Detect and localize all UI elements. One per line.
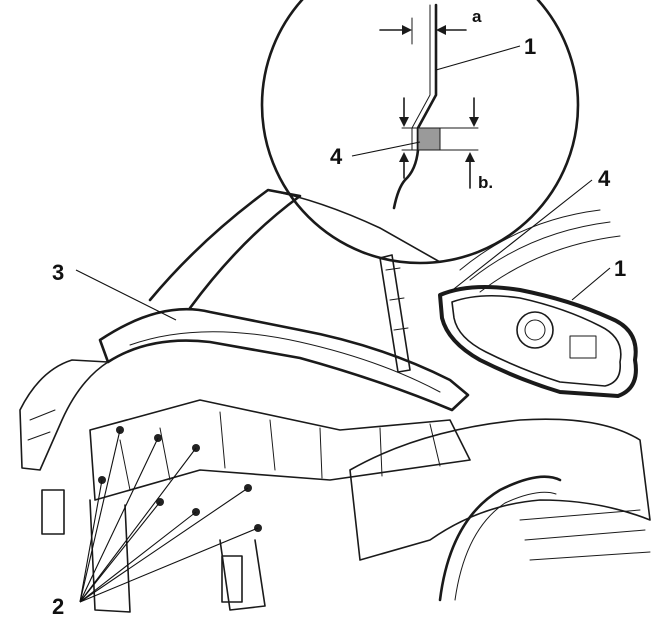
dimension-a-arrows — [379, 25, 467, 35]
left-wing-detail — [27, 409, 56, 441]
dimension-b-arrows — [399, 97, 479, 189]
bulkhead-panel — [89, 399, 471, 501]
right-fender — [349, 418, 651, 561]
callout-label-1-main: 1 — [614, 256, 626, 281]
side-sill — [519, 509, 651, 561]
leader-3 — [75, 269, 177, 321]
roof-arc-2 — [469, 221, 611, 281]
vehicle-front-structure: 3 4 1 2 — [19, 166, 651, 619]
insulation-panel-seal — [438, 284, 638, 398]
lower-bracket — [221, 555, 243, 603]
left-wing — [19, 359, 109, 471]
a-pillar — [148, 188, 302, 310]
detail-seal-bead — [417, 127, 441, 151]
callout-label-3: 3 — [52, 260, 64, 285]
insulation-panel-opening — [516, 311, 554, 349]
detail-leader-4 — [351, 141, 421, 157]
callout-label-2: 2 — [52, 594, 64, 619]
insulation-panel-opening-inner — [524, 319, 546, 341]
windshield-frame-top — [267, 189, 441, 263]
left-longitudinal — [89, 499, 131, 613]
plenum-panel-lip — [129, 331, 441, 393]
detail-panel-profile-inner — [411, 4, 431, 151]
wheel-arch — [438, 475, 562, 602]
callout-label-4-detail: 4 — [330, 144, 343, 169]
callout-label-a: a — [472, 7, 482, 26]
door-pillar — [379, 254, 411, 373]
leader-4-main — [449, 179, 593, 293]
detail-leader-1 — [435, 45, 521, 71]
roof-arc-3 — [479, 235, 621, 293]
fastener-bolts — [98, 426, 262, 532]
callout-label-4-main: 4 — [598, 166, 611, 191]
insulation-panel — [451, 294, 622, 387]
door-pillar-detail — [385, 267, 409, 331]
bulkhead-ribs — [119, 411, 441, 491]
right-longitudinal — [219, 539, 266, 611]
callout-label-b: b. — [478, 173, 493, 192]
leaders-2 — [79, 429, 259, 603]
roof-arc-1 — [459, 209, 601, 271]
insulation-panel-cutout — [569, 335, 597, 359]
detail-circle — [260, 0, 580, 265]
detail-magnifier: a 1 4 b. — [260, 0, 580, 265]
callout-label-1-detail: 1 — [524, 34, 536, 59]
leader-1-main — [571, 267, 611, 301]
wheel-arch-inner — [454, 491, 557, 601]
left-bracket — [41, 489, 65, 535]
plenum-panel — [98, 308, 470, 412]
